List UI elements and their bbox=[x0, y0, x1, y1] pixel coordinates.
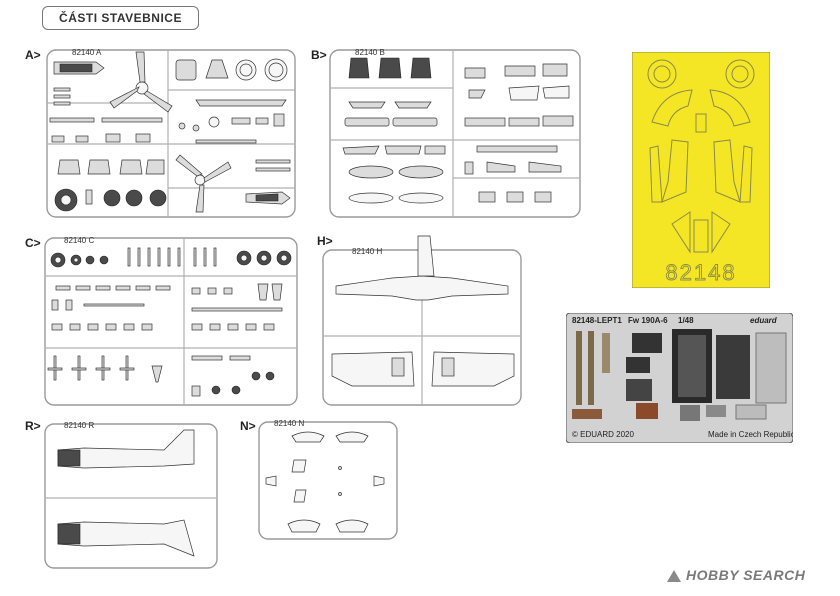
sprue-a-letter: A> bbox=[25, 48, 41, 62]
canopy-part-2 bbox=[335, 431, 369, 443]
fuselage-left-part bbox=[57, 429, 195, 469]
sprue-b: 82140 B bbox=[329, 48, 581, 218]
pe-copyright: © EDUARD 2020 bbox=[572, 430, 634, 439]
sprue-a: 82140 A bbox=[46, 48, 296, 218]
lens-part-2 bbox=[338, 492, 342, 496]
light-part-2 bbox=[373, 475, 385, 487]
sprue-b-code: 82140 B bbox=[355, 48, 385, 57]
horizontal-tail-part bbox=[335, 275, 509, 301]
gear-parts-c bbox=[191, 355, 275, 397]
frame-strip bbox=[195, 99, 287, 107]
pe-code: 82148-LEPT1 bbox=[572, 316, 622, 325]
cowl-ring bbox=[57, 449, 81, 467]
hobby-search-watermark: HOBBY SEARCH bbox=[686, 567, 806, 583]
window-part-2 bbox=[293, 489, 307, 503]
seat-parts bbox=[57, 159, 165, 175]
fuselage-right-part bbox=[57, 519, 195, 557]
bomb-rack-parts bbox=[47, 355, 163, 383]
page-title: ČÁSTI STAVEBNICE bbox=[42, 6, 199, 30]
pe-parts bbox=[572, 329, 787, 421]
paint-mask-sheet: 82148 bbox=[632, 52, 770, 288]
sprue-h: 82140 H bbox=[322, 235, 522, 406]
sprue-h-letter: H> bbox=[317, 234, 333, 248]
lens-part bbox=[338, 466, 342, 470]
sprue-n-letter: N> bbox=[240, 419, 256, 433]
drop-tank-parts bbox=[348, 165, 444, 204]
exhaust-parts bbox=[342, 145, 446, 155]
sprue-r-letter: R> bbox=[25, 419, 41, 433]
gear-door-parts bbox=[464, 63, 570, 101]
cockpit-tub-parts bbox=[348, 57, 432, 79]
aileron-detail bbox=[391, 357, 405, 377]
pe-scale: 1/48 bbox=[678, 316, 694, 325]
engine-detail bbox=[59, 63, 93, 73]
sprue-r: 82140 R bbox=[44, 421, 218, 569]
pe-origin: Made in Czech Republic bbox=[708, 430, 793, 439]
sprue-h-code: 82140 H bbox=[352, 247, 382, 256]
pe-brand: eduard bbox=[750, 316, 778, 325]
small-detail-parts bbox=[51, 285, 171, 331]
radial-engine-parts bbox=[54, 188, 167, 212]
mask-code: 82148 bbox=[665, 260, 736, 285]
small-parts-b bbox=[464, 161, 562, 203]
sprue-a-code: 82140 A bbox=[72, 48, 102, 57]
sprue-b-letter: B> bbox=[311, 48, 327, 62]
rod-parts bbox=[127, 247, 217, 267]
fin-part bbox=[417, 235, 435, 277]
sprue-n-code: 82140 N bbox=[274, 419, 304, 428]
canopy-part bbox=[291, 431, 325, 443]
propeller-part bbox=[109, 51, 173, 113]
flap-parts bbox=[464, 115, 574, 153]
small-parts-a bbox=[49, 87, 163, 143]
small-detail-parts-2 bbox=[191, 283, 283, 331]
sprue-n: 82140 N bbox=[258, 419, 398, 540]
propeller-part-2 bbox=[175, 154, 232, 213]
hobby-search-logo-icon bbox=[667, 570, 681, 582]
windscreen-part-2 bbox=[335, 519, 369, 533]
light-part bbox=[265, 475, 277, 487]
sprue-c-code: 82140 C bbox=[64, 236, 94, 245]
wheel-well-parts bbox=[344, 101, 438, 127]
pe-subject: Fw 190A-6 bbox=[628, 316, 668, 325]
sprue-c-letter: C> bbox=[25, 236, 41, 250]
sprue-c: 82140 C bbox=[44, 236, 298, 406]
aileron-detail-2 bbox=[441, 357, 455, 377]
windscreen-part bbox=[287, 519, 321, 533]
sprue-r-code: 82140 R bbox=[64, 421, 94, 430]
photo-etch-fret: 82148-LEPT1 Fw 190A-6 1/48 eduard © EDUA… bbox=[566, 313, 793, 443]
wheel-parts bbox=[50, 250, 292, 268]
nose-parts bbox=[175, 58, 288, 82]
window-part bbox=[291, 459, 307, 473]
cowl-ring-2 bbox=[57, 523, 81, 545]
small-parts-a2 bbox=[178, 113, 285, 144]
gear-leg-parts bbox=[245, 159, 291, 205]
